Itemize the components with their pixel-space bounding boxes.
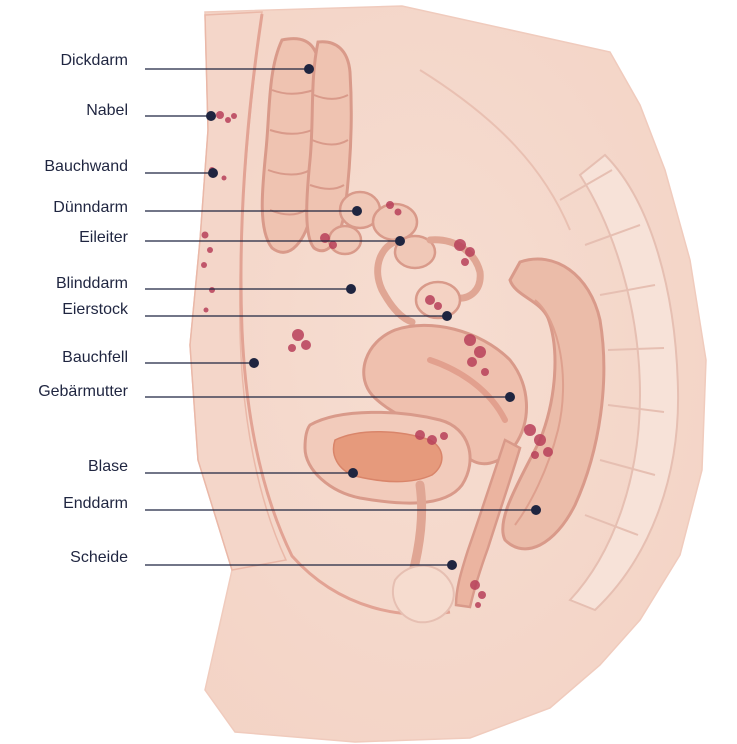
leader-dot-bauchwand [208,168,218,178]
leader-dot-nabel [206,111,216,121]
leader-dot-blinddarm [346,284,356,294]
leader-dot-bauchfell [249,358,259,368]
leader-dot-gebaermutter [505,392,515,402]
leader-dot-blase [348,468,358,478]
leader-dot-dickdarm [304,64,314,74]
pubic-bone [393,566,454,623]
leader-dot-eileiter [395,236,405,246]
leader-dot-eierstock [442,311,452,321]
leader-dot-enddarm [531,505,541,515]
leader-dot-duenndarm [352,206,362,216]
ovary [416,282,460,318]
leader-dot-scheide [447,560,457,570]
